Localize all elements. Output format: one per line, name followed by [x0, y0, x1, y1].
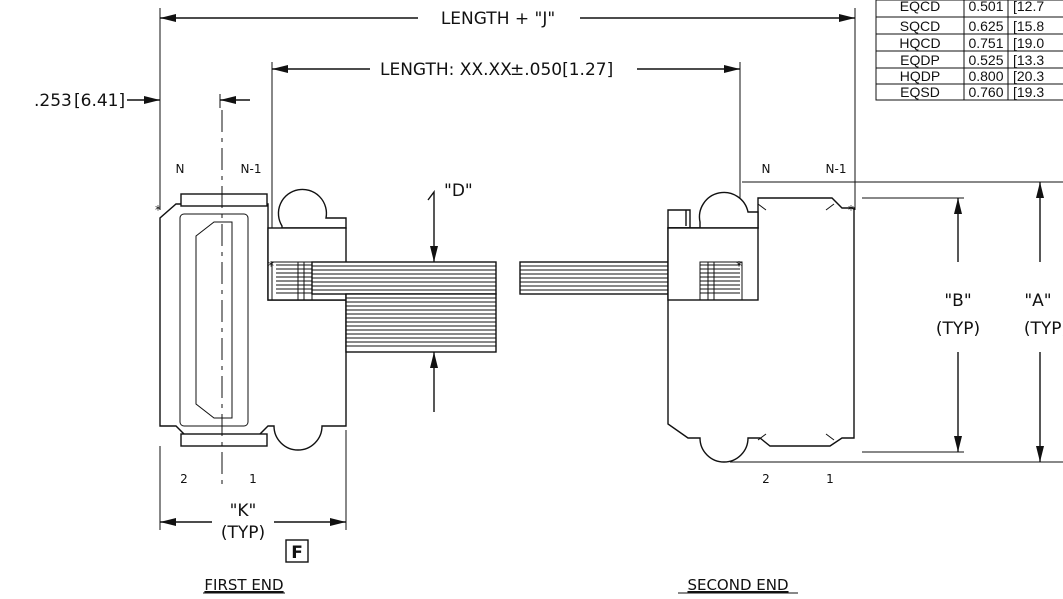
- a-label: "A": [1024, 291, 1051, 311]
- b-dimension: "B" (TYP): [862, 197, 980, 453]
- first-strain-relief: [277, 188, 347, 229]
- length-label: LENGTH: XX.XX: [380, 60, 512, 80]
- a-dimension: "A" (TYP): [730, 181, 1063, 463]
- first-connector-body: [159, 203, 347, 451]
- table-mm-cell: [20.3: [1013, 68, 1044, 84]
- table-row: EQDP 0.525 [13.3: [900, 52, 1044, 68]
- first-datum-asterisk: *: [155, 203, 161, 217]
- k-dimension: "K" (TYP): [159, 430, 347, 543]
- table-mm-cell: [13.3: [1013, 52, 1044, 68]
- table-series-cell: EQSD: [900, 84, 940, 100]
- second-pin-1-label: 1: [826, 472, 834, 486]
- table-mm-cell: [15.8: [1013, 18, 1044, 34]
- table-row: HQCD 0.751 [19.0: [899, 35, 1044, 51]
- series-dimension-table: EQCD 0.501 [12.7 SQCD 0.625 [15.8 HQCD 0…: [875, 0, 1063, 101]
- table-inch-cell: 0.800: [968, 68, 1003, 84]
- table-row: HQDP 0.800 [20.3: [900, 68, 1045, 84]
- table-series-cell: EQCD: [900, 0, 940, 14]
- second-datum-asterisk: *: [848, 203, 854, 217]
- overall-length-label: LENGTH + "J": [441, 9, 555, 29]
- table-inch-cell: 0.525: [968, 52, 1003, 68]
- table-row: EQCD 0.501 [12.7: [900, 0, 1045, 14]
- a-sub-label: (TYP): [1024, 319, 1063, 339]
- first-pin-2-label: 2: [180, 472, 188, 486]
- table-inch-cell: 0.760: [968, 84, 1003, 100]
- table-series-cell: HQCD: [899, 35, 940, 51]
- second-pin-2-label: 2: [762, 472, 770, 486]
- table-mm-cell: [12.7: [1013, 0, 1044, 14]
- first-pin-n1-label: N-1: [241, 162, 262, 176]
- d-dimension: "D": [427, 181, 473, 412]
- offset-mm-label: [6.41]: [74, 91, 125, 111]
- table-inch-cell: 0.625: [968, 18, 1003, 34]
- second-end-connector: N N-1: [519, 162, 855, 486]
- table-inch-cell: 0.751: [968, 35, 1003, 51]
- d-label: "D": [444, 181, 473, 201]
- offset-dimension: .253 [6.41]: [34, 91, 250, 111]
- first-latch-bottom: [180, 433, 268, 447]
- first-pin-n-label: N: [176, 162, 185, 176]
- table-series-cell: HQDP: [900, 68, 940, 84]
- first-socket-opening: [195, 221, 233, 419]
- b-sub-label: (TYP): [936, 319, 980, 339]
- length-tolerance: ±.050[1.27]: [510, 60, 613, 80]
- first-ribbon-cable: [311, 261, 497, 353]
- first-wire-stubs: [276, 262, 312, 300]
- first-latch-top: [180, 193, 268, 207]
- second-housing: [667, 227, 759, 301]
- offset-inch-label: .253: [34, 91, 72, 111]
- table-mm-cell: [19.3: [1013, 84, 1044, 100]
- second-pin-asterisk: *: [736, 259, 742, 273]
- first-pin-1-label: 1: [249, 472, 257, 486]
- table-series-cell: SQCD: [900, 18, 940, 34]
- second-strain-relief: [698, 191, 759, 229]
- badge-letter: F: [291, 543, 303, 563]
- first-end-caption: FIRST END: [204, 576, 283, 594]
- first-end-connector: N N-1 *: [155, 110, 497, 486]
- table-series-cell: EQDP: [900, 52, 940, 68]
- b-label: "B": [944, 291, 971, 311]
- second-pin-n1-label: N-1: [826, 162, 847, 176]
- second-wire-stubs: [700, 262, 740, 300]
- k-label: "K": [230, 501, 257, 521]
- table-inch-cell: 0.501: [968, 0, 1003, 14]
- spec-badge: F: [285, 539, 309, 563]
- first-mating-face: [179, 213, 249, 427]
- first-pin-asterisk: *: [268, 259, 274, 273]
- second-end-caption: SECOND END: [687, 576, 788, 594]
- second-pin-n-label: N: [762, 162, 771, 176]
- table-row: SQCD 0.625 [15.8: [900, 18, 1045, 34]
- k-sub-label: (TYP): [221, 523, 265, 543]
- overall-length-dimension: LENGTH + "J": [159, 8, 856, 210]
- table-row: EQSD 0.760 [19.3: [900, 84, 1044, 100]
- table-mm-cell: [19.0: [1013, 35, 1044, 51]
